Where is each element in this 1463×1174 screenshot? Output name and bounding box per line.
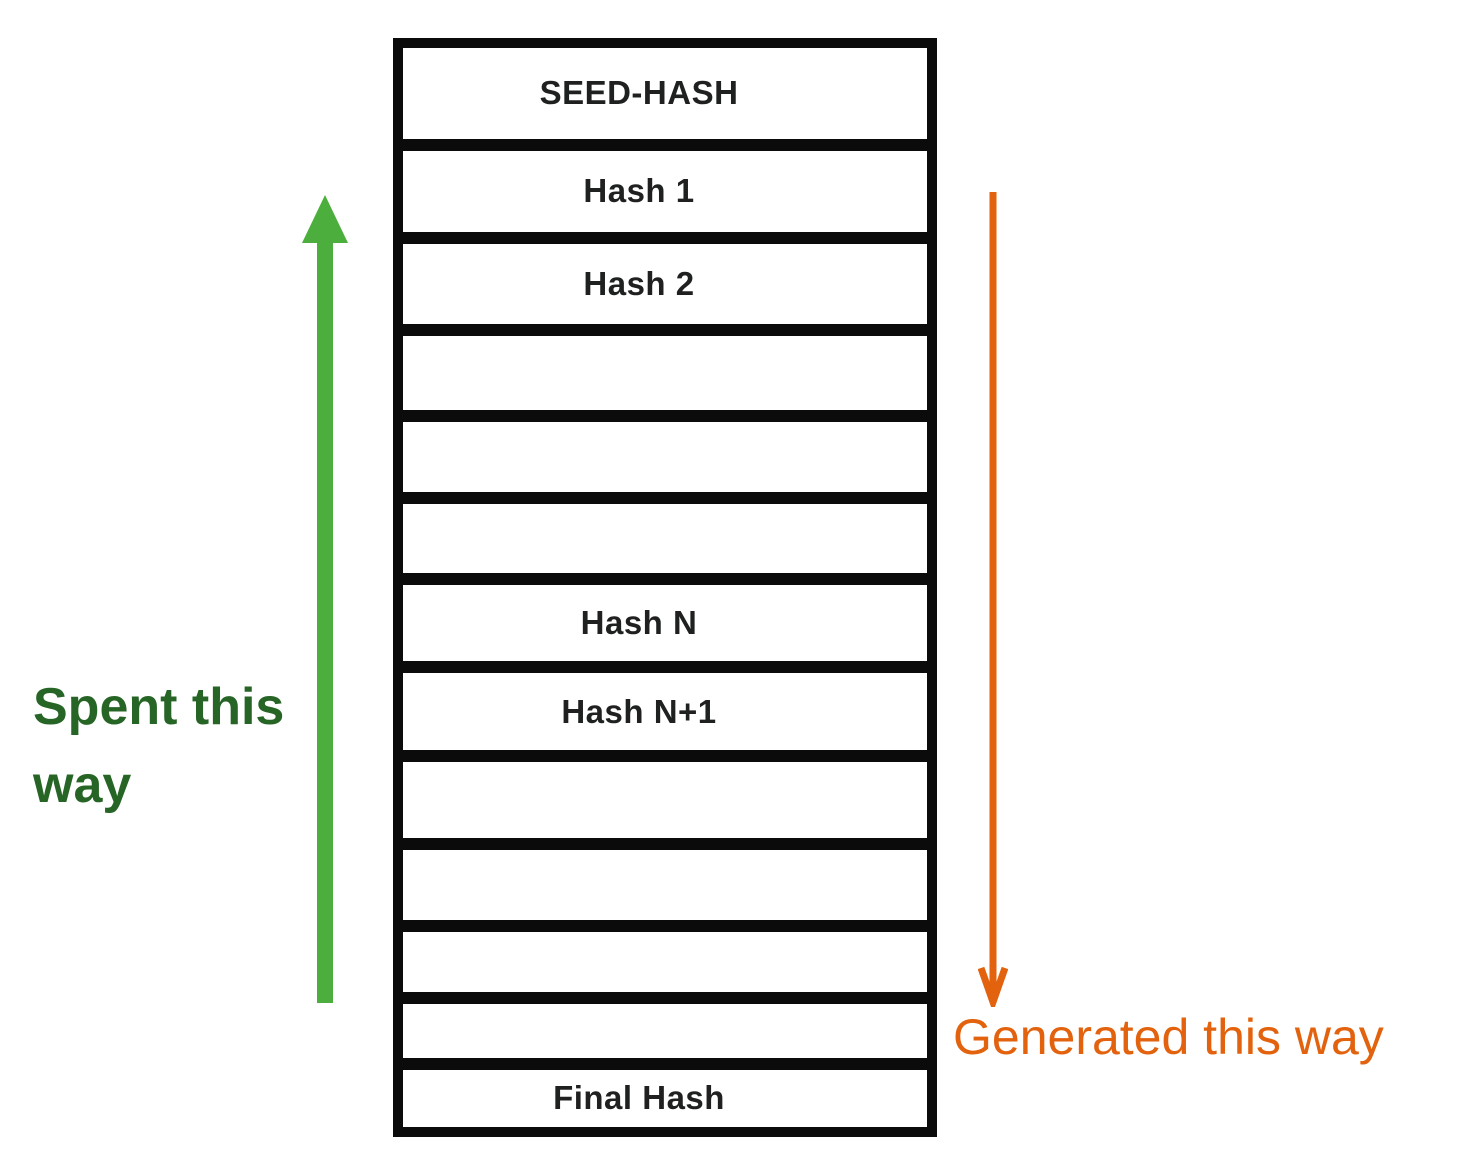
hash-row-label: Hash N xyxy=(580,604,698,642)
arrow-shaft xyxy=(317,243,333,1003)
hash-row xyxy=(403,335,927,422)
hash-row-label: Final Hash xyxy=(553,1079,725,1117)
hash-row-label: Hash 1 xyxy=(583,172,695,210)
hash-row-label: Hash 2 xyxy=(583,264,695,302)
hash-row xyxy=(403,421,927,504)
hash-row: Final Hash xyxy=(403,1069,927,1128)
hash-row xyxy=(403,1003,927,1070)
hash-row: Hash N+1 xyxy=(403,673,927,762)
hash-row: Hash 1 xyxy=(403,150,927,244)
spent-up-arrow-icon xyxy=(302,195,348,1003)
generated-down-arrow-icon xyxy=(978,192,1008,1007)
hash-row xyxy=(403,503,927,586)
arrow-head-up xyxy=(302,195,348,243)
hash-row xyxy=(403,761,927,850)
hash-row-label: Hash N+1 xyxy=(561,692,717,730)
hash-row: Hash N xyxy=(403,585,927,674)
hash-row: Hash 2 xyxy=(403,243,927,336)
hash-row: SEED-HASH xyxy=(403,48,927,151)
spent-this-way-label: Spent this way xyxy=(33,678,285,814)
hash-row-label: SEED-HASH xyxy=(539,74,739,112)
generated-this-way-label: Generated this way xyxy=(953,1009,1384,1065)
hash-row xyxy=(403,849,927,933)
hash-row xyxy=(403,932,927,1004)
